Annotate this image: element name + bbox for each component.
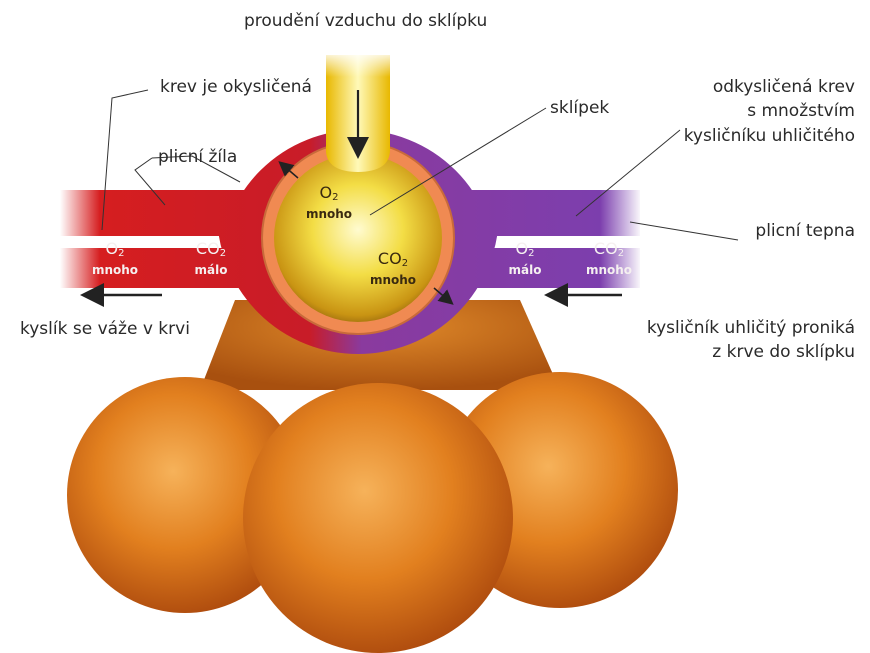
pulmonary-vein-label: plicní žíla <box>158 147 237 167</box>
air-flow-label: proudění vzduchu do sklípku <box>244 11 487 31</box>
artery-co2-label: CO2 mnoho <box>580 240 638 277</box>
co2-diffuses-label-1: kysličník uhličitý proniká <box>647 318 855 338</box>
alveolus-ball-center <box>243 383 513 653</box>
alveolus-o2-label: O2 mnoho <box>302 184 356 221</box>
artery-o2-label: O2 málo <box>498 240 552 277</box>
oxygenated-blood-label: krev je okysličená <box>160 77 312 97</box>
deoxygenated-blood-label-2: s množstvím <box>747 101 855 121</box>
pulmonary-artery-label: plicní tepna <box>755 221 855 241</box>
alveolus-co2-label: CO2 mnoho <box>364 250 422 287</box>
co2-diffuses-label-2: z krve do sklípku <box>712 342 855 362</box>
leader-artery <box>630 222 738 240</box>
vein-o2-label: O2 mnoho <box>88 240 142 277</box>
vein-co2-label: CO2 málo <box>184 240 238 277</box>
alveolus-label: sklípek <box>550 98 609 118</box>
deoxygenated-blood-label-3: kysličníku uhličitého <box>684 126 855 146</box>
alveolus-air-sac <box>274 154 442 322</box>
deoxygenated-blood-label-1: odkysličená krev <box>713 77 855 97</box>
oxygen-binds-label: kyslík se váže v krvi <box>20 319 190 339</box>
